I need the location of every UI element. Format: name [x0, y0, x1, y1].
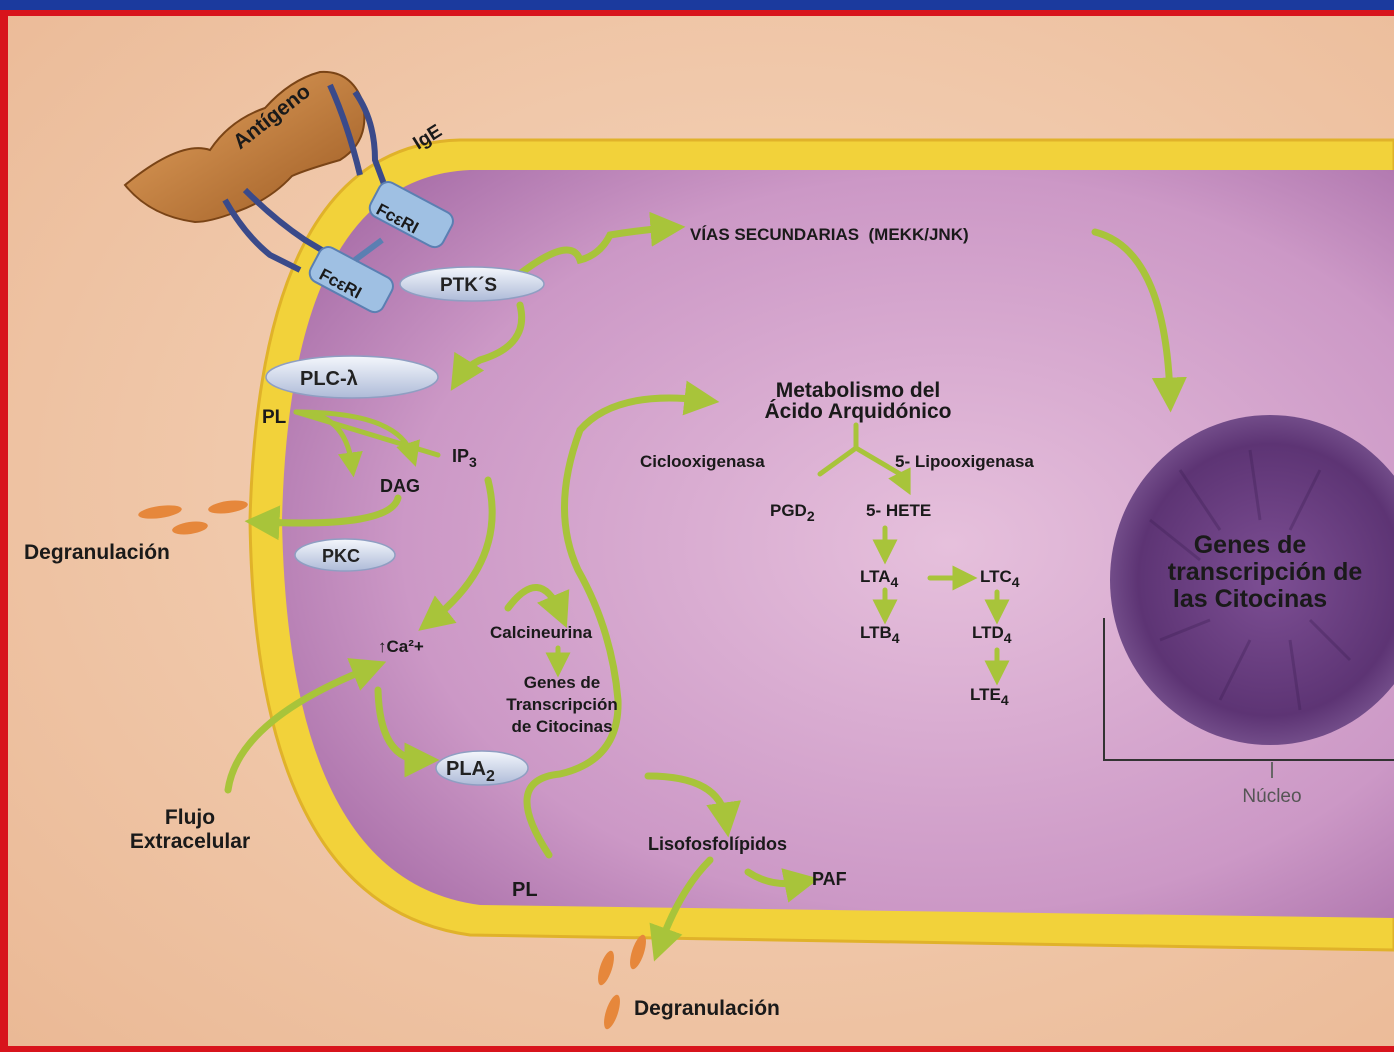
nucleus-genes-label-2: transcripción de [1168, 558, 1363, 586]
degranulation-bottom-label: Degranulación [634, 997, 780, 1020]
lysophospholipids-label: Lisofosfolípidos [648, 834, 787, 854]
flujo-label-1: Flujo [165, 806, 215, 829]
cyclooxygenase-label: Ciclooxigenasa [640, 452, 765, 471]
paf-label: PAF [812, 869, 847, 889]
calcium-label: ↑Ca²+ [378, 637, 424, 656]
flujo-label-2: Extracelular [130, 830, 250, 853]
nucleus-genes-label-3: las Citocinas [1173, 585, 1327, 613]
genes-label-3: de Citocinas [511, 717, 612, 736]
ptks-label: PTK´S [440, 275, 497, 296]
genes-label-1: Genes de [524, 673, 601, 692]
pl-bottom-label: PL [512, 879, 538, 901]
lipoxygenase-label: 5- Lipooxigenasa [895, 452, 1034, 471]
pkc-label: PKC [322, 546, 360, 566]
pkc-pill: PKC [295, 539, 395, 571]
dag-label: DAG [380, 476, 420, 496]
plc-pill: PLC-λ [266, 356, 438, 398]
ptks-pill: PTK´S [400, 267, 544, 301]
plc-label: PLC-λ [300, 368, 358, 390]
metabolism-title-1: Metabolismo del [776, 379, 941, 402]
calcineurin-label: Calcineurina [490, 623, 593, 642]
metabolism-title-2: Ácido Arquidónico [764, 400, 951, 423]
pla2-pill: PLA2 [436, 751, 528, 785]
nucleus-label: Núcleo [1242, 786, 1301, 807]
genes-label-2: Transcripción [506, 695, 617, 714]
degranulation-left-label: Degranulación [24, 541, 170, 564]
pl-top-label: PL [262, 407, 287, 428]
top-blue-band [0, 0, 1394, 10]
nucleus-genes-label-1: Genes de [1194, 531, 1307, 559]
hete-label: 5- HETE [866, 501, 931, 520]
secondary-pathways-label: VÍAS SECUNDARIAS (MEKK/JNK) [690, 225, 969, 244]
